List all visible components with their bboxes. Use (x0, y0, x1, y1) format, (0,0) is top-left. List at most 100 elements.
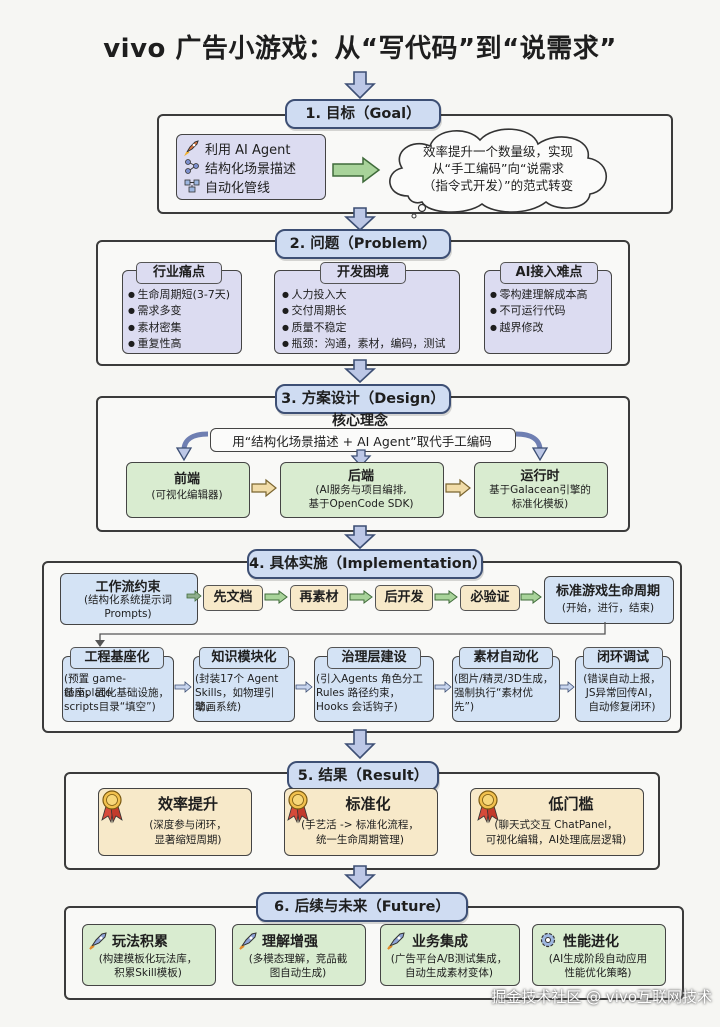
future-desc: 积累Skill模板) (114, 967, 182, 979)
impl-card-title: 治理层建设 (327, 647, 421, 669)
module-desc: 基于OpenCode SDK) (308, 498, 414, 510)
core-text: 用“结构化场景描述 + AI Agent”取代手工编码 (232, 434, 492, 449)
arrow-right-icon (520, 590, 542, 604)
result-card (284, 788, 438, 856)
module-desc: 基于Galacean引擎的 (489, 484, 591, 496)
arrow-right-icon (174, 681, 192, 693)
problem-list: 生命周期短(3-7天) 需求多变 素材密集 重复性高 (128, 287, 231, 352)
impl-card-desc: (错误自动上报， (583, 673, 661, 685)
module-card (126, 462, 250, 518)
future-title: 玩法积累 (112, 934, 168, 950)
result-card (98, 788, 252, 856)
result-desc: 显著缩短周期) (154, 834, 222, 846)
arrow-right-icon (445, 478, 471, 498)
arrow-right-icon (186, 590, 202, 602)
impl-card-title: 闭环调试 (583, 647, 663, 669)
result-desc: (深度参与闭环， (149, 819, 227, 831)
cloud-shape (389, 128, 607, 219)
medal-icon (101, 790, 123, 824)
rocket-icon (184, 140, 199, 157)
list-item: 零构建理解成本高 (490, 287, 588, 303)
impl-card-title: 知识模块化 (199, 647, 289, 669)
module-title: 运行时 (520, 469, 560, 484)
module-title: 后端 (347, 469, 374, 484)
gear-icon (540, 932, 556, 948)
workflow-card (60, 573, 198, 625)
goal-item: 自动化管线 (205, 181, 271, 196)
step-then-develop: 后开发 (375, 585, 433, 611)
future-desc: (构建模板化玩法库， (98, 953, 198, 965)
future-desc: 性能优化策略) (564, 967, 632, 979)
module-desc: (AI服务与项目编排, (315, 484, 407, 496)
impl-label: 4. 具体实施（Implementation） (247, 549, 487, 579)
goal-label: 1. 目标（Goal） (285, 99, 441, 129)
impl-card-title: 工程基座化 (70, 647, 164, 669)
rocket-icon (89, 932, 107, 950)
step-then-assets: 再素材 (290, 585, 348, 611)
impl-card-desc: 基座，固化基础设施， (64, 687, 169, 699)
list-item: 生命周期短(3-7天) (128, 287, 231, 303)
arrow-down-icon (350, 449, 372, 467)
goal-cloud-line: 效率提升一个数量级，实现 (422, 144, 573, 159)
future-card (532, 924, 666, 986)
future-title: 性能进化 (563, 934, 619, 950)
arrow-right-icon (332, 156, 381, 184)
impl-card-desc: 强制执行“素材优 (454, 687, 533, 699)
list-item: 瓶颈：沟通，素材，编码，测试 (282, 336, 446, 352)
impl-card-desc: 先”) (454, 701, 475, 713)
module-card (280, 462, 444, 518)
rocket-icon (387, 932, 405, 950)
arrow-down-icon (343, 865, 377, 890)
impl-card-desc: (封装17个 Agent (195, 673, 279, 685)
curved-arrow-icon (175, 431, 209, 462)
result-label: 5. 结果（Result） (287, 761, 439, 791)
lifecycle-card (544, 576, 674, 624)
future-desc: (多模态理解，竞品截 (248, 953, 348, 965)
future-desc: (AI生成阶段自动应用 (548, 953, 648, 965)
list-item: 需求多变 (128, 303, 230, 319)
future-desc: 自动生成素材变体) (404, 967, 494, 979)
result-title: 效率提升 (157, 795, 218, 813)
impl-card-desc: (图片/精灵/3D生成， (454, 673, 554, 685)
impl-card-desc: Rules 路径约束， (316, 687, 401, 699)
arrow-right-icon (559, 681, 575, 693)
impl-card-desc: scripts目录“填空”) (64, 701, 156, 713)
result-desc: 统一生命周期管理) (315, 834, 405, 846)
goal-item: 利用 AI Agent (205, 143, 291, 158)
result-desc: (聊天式交互 ChatPanel， (494, 819, 618, 831)
list-item: 越界修改 (490, 320, 588, 336)
module-title: 前端 (173, 472, 200, 487)
arrow-down-icon (343, 525, 377, 550)
result-title: 低门槛 (548, 795, 594, 813)
future-label: 6. 后续与未来（Future） (256, 892, 468, 922)
future-desc: (广告平台A/B测试集成， (390, 953, 508, 965)
list-item: 不可运行代码 (490, 303, 588, 319)
curved-arrow-icon (515, 431, 549, 462)
network-icon (185, 159, 199, 174)
watermark: 掘金技术社区 @ vivo互联网技术 (491, 988, 712, 1006)
impl-card-desc: (引入Agents 角色分工 (316, 673, 423, 685)
goal-cloud-line: 从“手工编码”向“说需求 (432, 161, 564, 176)
core-title: 核心理念 (332, 413, 388, 429)
impl-card-desc: 自动修复闭环) (588, 701, 656, 713)
problem-list: 人力投入大 交付周期长 质量不稳定 瓶颈：沟通，素材，编码，测试 (282, 287, 446, 352)
result-card (470, 788, 644, 856)
impl-card-desc: JS异常回传AI， (585, 687, 659, 699)
design-label: 3. 方案设计（Design） (275, 384, 451, 414)
arrow-down-icon (343, 207, 377, 232)
problem-label: 2. 问题（Problem） (275, 229, 451, 259)
list-item: 人力投入大 (282, 287, 446, 303)
pipeline-icon (184, 179, 200, 193)
page-title: vivo 广告小游戏：从“写代码”到“说需求” (103, 34, 617, 64)
module-desc: (可视化编辑器) (151, 489, 223, 501)
problem-card-title: 行业痛点 (136, 262, 222, 284)
list-item: 素材密集 (128, 320, 230, 336)
impl-card-title: 素材自动化 (459, 647, 553, 669)
arrow-right-icon (295, 681, 313, 693)
workflow-desc: Prompts) (104, 608, 152, 620)
impl-card-desc: 动画系统) (195, 701, 242, 713)
list-item: 重复性高 (128, 336, 230, 352)
rocket-icon (239, 932, 257, 950)
future-desc: 图自动生成) (269, 967, 327, 979)
problem-card-title: 开发困境 (320, 262, 406, 284)
